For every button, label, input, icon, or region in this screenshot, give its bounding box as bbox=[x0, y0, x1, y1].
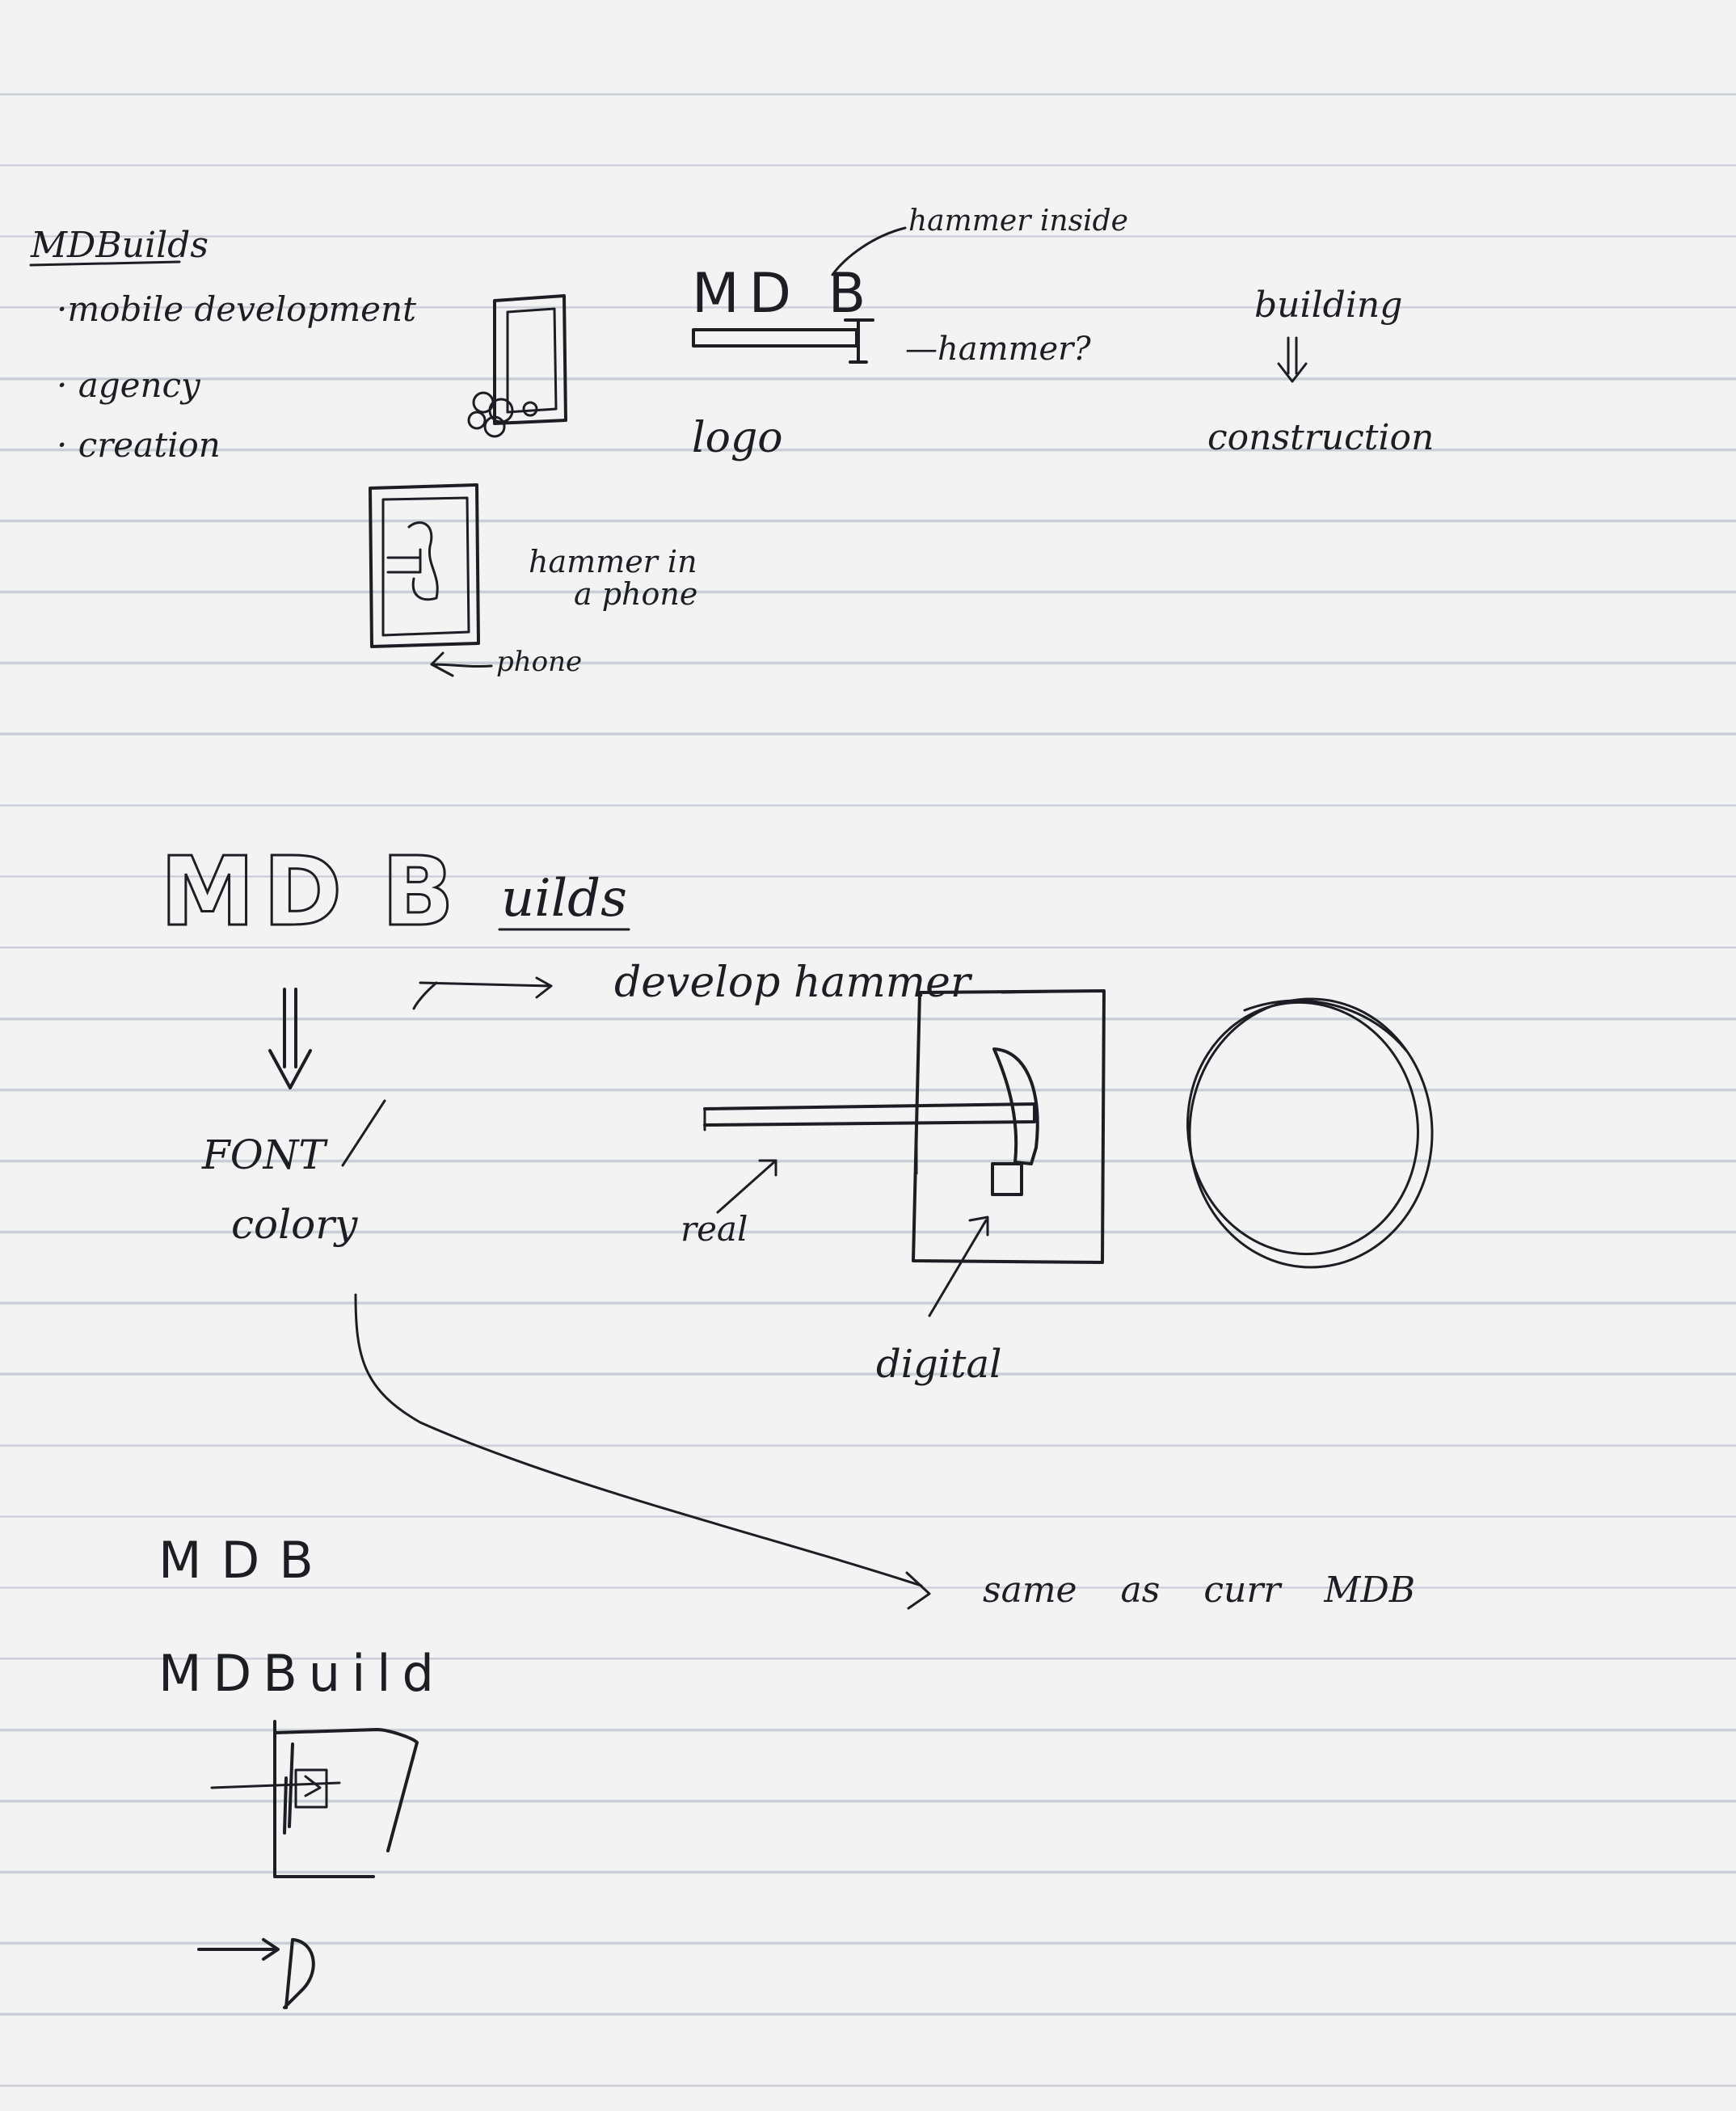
wordmark-b: B bbox=[381, 836, 456, 947]
arrow-d-icon bbox=[197, 1938, 315, 2009]
bullet-creation: · creation bbox=[57, 425, 221, 465]
phone-caption-1: hammer in bbox=[529, 544, 697, 579]
logo-caption: logo bbox=[692, 414, 783, 462]
building-word: building bbox=[1254, 284, 1403, 326]
logo-mark: MD B bbox=[692, 262, 876, 326]
develop-hammer-icon bbox=[703, 989, 1106, 1264]
variant-mdb: MDB bbox=[158, 1531, 333, 1590]
connector-curve bbox=[354, 1293, 923, 1587]
wordmark-suffix: uilds bbox=[501, 869, 627, 929]
same-as-curr-note: same as curr MDB bbox=[983, 1570, 1416, 1611]
phone-pointer-label: phone bbox=[496, 646, 583, 678]
bullet-agency: · agency bbox=[57, 365, 200, 405]
title-underline bbox=[29, 260, 181, 267]
phone-hammer-sketch-icon bbox=[369, 483, 493, 677]
real-note: real bbox=[680, 1209, 748, 1249]
phone-with-hammer-icon bbox=[467, 294, 567, 438]
logo-hammer-icon bbox=[692, 226, 907, 364]
notes-title: MDBuilds bbox=[31, 225, 209, 266]
font-slash bbox=[341, 1099, 386, 1167]
wordmark-outlined: MD bbox=[158, 836, 351, 947]
building-arrow bbox=[1277, 336, 1308, 383]
develop-hammer-label: develop hammer bbox=[614, 959, 971, 1007]
double-arrow bbox=[412, 976, 553, 1010]
small-hammer-sketch-icon bbox=[210, 1720, 419, 1878]
color-note: colory bbox=[231, 1201, 358, 1248]
font-note: FONT bbox=[202, 1131, 326, 1178]
down-arrow bbox=[268, 988, 312, 1089]
variant-mdbuild: MDBuild bbox=[158, 1644, 445, 1703]
bullet-mobile-development: ·mobile development bbox=[57, 289, 416, 329]
digital-note: digital bbox=[876, 1342, 1002, 1387]
phone-caption-2: a phone bbox=[574, 576, 698, 612]
construction-word: construction bbox=[1207, 417, 1435, 458]
real-arrow bbox=[716, 1159, 777, 1214]
connector-arrowhead bbox=[905, 1571, 931, 1610]
annotation-hammer-question: —hammer? bbox=[905, 331, 1091, 368]
digital-arrow bbox=[928, 1216, 989, 1317]
circle-icon bbox=[1186, 997, 1434, 1269]
annotation-hammer-inside: hammer inside bbox=[908, 204, 1128, 238]
